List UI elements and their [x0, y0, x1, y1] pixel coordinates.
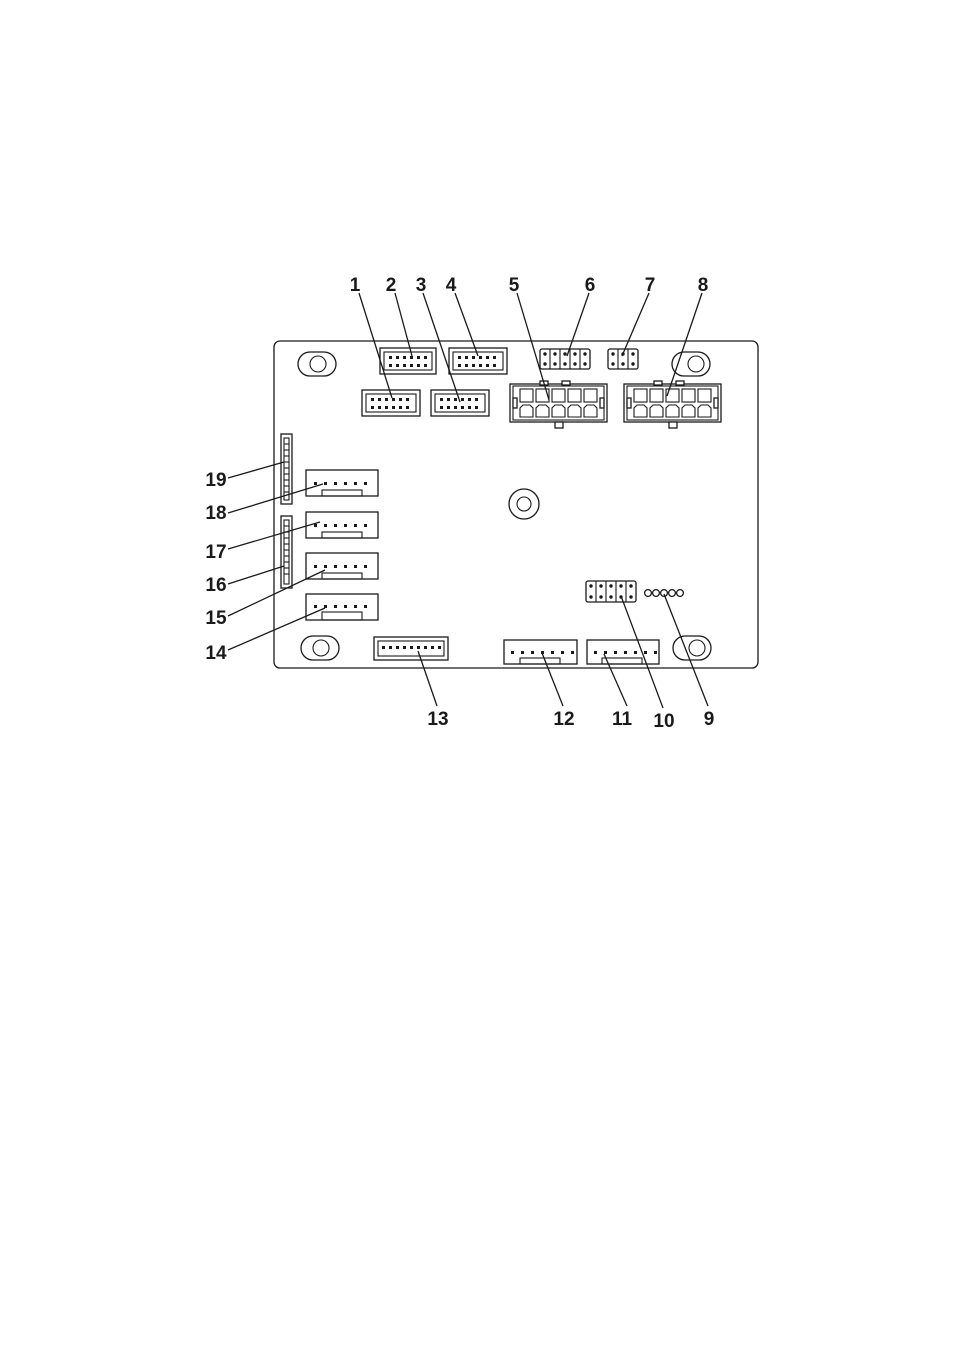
callout-6: 6	[585, 275, 596, 296]
connector-13	[374, 637, 448, 660]
callout-9: 9	[704, 709, 715, 730]
connector-6	[540, 349, 590, 369]
connector-18	[306, 470, 378, 496]
connector-10	[586, 581, 636, 602]
mounting-hole-bottom-right	[673, 636, 711, 660]
callout-10: 10	[653, 711, 674, 732]
mounting-hole-bottom-left	[301, 636, 339, 660]
connector-15	[306, 553, 378, 579]
connector-4	[449, 348, 507, 374]
callout-13: 13	[427, 709, 448, 730]
connector-7	[608, 349, 638, 369]
callout-5: 5	[509, 275, 520, 296]
callout-14: 14	[205, 643, 227, 664]
mounting-hole-top-left	[298, 352, 336, 376]
callout-1: 1	[350, 275, 361, 296]
callout-11: 11	[612, 709, 633, 730]
connector-17	[306, 512, 378, 538]
center-standoff	[509, 489, 539, 519]
callout-2: 2	[386, 275, 397, 296]
connector-3	[431, 390, 489, 416]
callout-4: 4	[446, 275, 457, 296]
connector-16	[281, 516, 292, 588]
callout-7: 7	[645, 275, 656, 296]
callout-15: 15	[205, 608, 227, 629]
callout-12: 12	[553, 709, 574, 730]
connector-14	[306, 594, 378, 620]
callout-17: 17	[205, 542, 226, 563]
callout-18: 18	[205, 503, 226, 524]
connector-8	[624, 381, 721, 428]
callout-19: 19	[205, 470, 226, 491]
connector-11	[587, 640, 659, 664]
connector-12	[504, 640, 577, 664]
callout-3: 3	[416, 275, 427, 296]
callout-16: 16	[205, 575, 226, 596]
callout-8: 8	[698, 275, 709, 296]
connector-2	[380, 348, 436, 374]
connector-5	[510, 381, 607, 428]
